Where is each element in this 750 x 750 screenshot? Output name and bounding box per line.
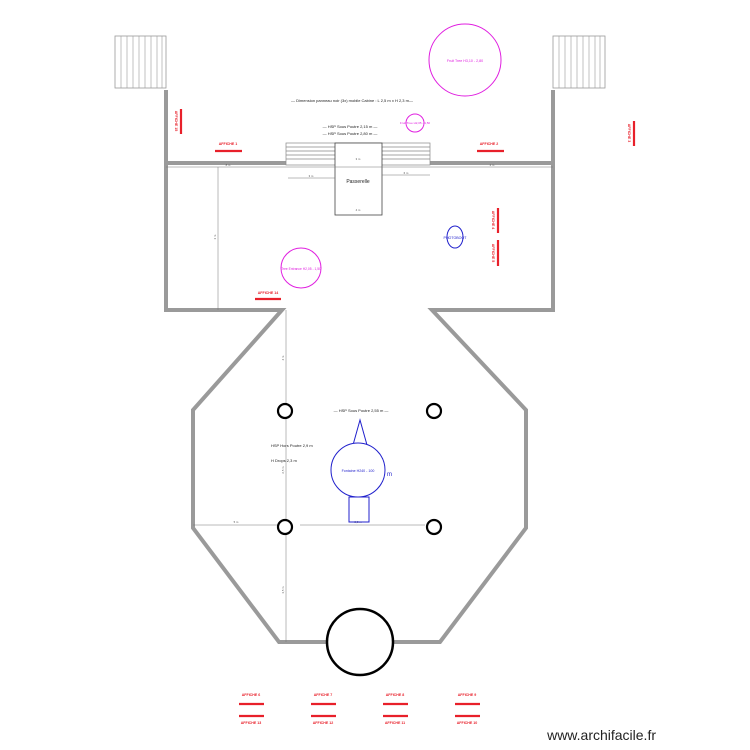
staircase-right	[552, 35, 606, 89]
tree-entrance-circle	[280, 247, 322, 289]
passerelle-platform	[285, 142, 431, 216]
dimension-label: 4 m	[281, 355, 285, 360]
pillars	[276, 402, 443, 536]
fontaine	[330, 418, 386, 523]
poster-label: AFFICHE 13	[241, 721, 262, 725]
fontaine-mark: m	[387, 472, 392, 478]
dimension-label: 8 m	[226, 163, 231, 167]
passerelle-label: Passerelle	[346, 179, 370, 185]
poster-label: AFFICHE 5	[491, 244, 495, 263]
poster-label: AFFICHE 4	[491, 211, 495, 230]
dimension-label: 4 m	[356, 208, 361, 212]
hsp-hors-note: HSP Hors Poutre 2,9 m	[271, 443, 313, 448]
poster-label: AFFICHE 2	[480, 142, 499, 146]
panel-dimension-note: — Dimension panneau noir (3x) mobile Cab…	[291, 98, 413, 103]
poster-label: AFFICHE 9	[458, 693, 477, 697]
poster-label: AFFICHE 7	[314, 693, 333, 697]
hsp-215-note: — HSP Sous Poutre 2,15 m —	[323, 124, 378, 129]
fruit-tree-large-label: Fruit Tree H3,10 - 2,80	[447, 59, 483, 63]
fruit-tree-small-label: Fruit Tree H2,05 - 1,50	[400, 121, 431, 125]
hsp-255-note: — HSP Sous Poutre 2,55 m —	[334, 408, 389, 413]
posters	[179, 109, 636, 718]
poster-label: AFFICHE 8	[386, 693, 405, 697]
h-drops-note: H Drops 2,3 m	[271, 458, 297, 463]
dimension-label: 6,5 m	[281, 466, 285, 474]
poster-label: AFFICHE 6	[242, 693, 261, 697]
dimension-label: 2 m	[490, 163, 495, 167]
pillar	[276, 518, 294, 536]
photobooth-label: PHOTOBOOT	[444, 236, 468, 240]
tree-entrance-label: Tree Entrance H2,05 - 1,50	[281, 267, 321, 271]
walls	[164, 90, 555, 644]
poster-label: AFFICHE 15	[174, 111, 178, 132]
staircase-left	[114, 35, 167, 89]
dimension-label: 3 m	[213, 234, 217, 239]
dimension-label: 3 m	[309, 174, 314, 178]
dimension-label: 5 m	[234, 520, 239, 524]
photobooth-ellipse	[446, 225, 464, 249]
pillar	[425, 518, 443, 536]
poster-label: AFFICHE 10	[457, 721, 478, 725]
dimension-label: 6 m	[404, 171, 409, 175]
pillar	[425, 402, 443, 420]
dimension-label: 3,5 m	[281, 586, 285, 594]
pillar	[276, 402, 294, 420]
poster-label: AFFICHE 14	[258, 291, 279, 295]
fontaine-label: Fontaine H240 - 100	[342, 469, 375, 473]
poster-label: AFFICHE 1	[219, 142, 238, 146]
watermark: www.archifacile.fr	[547, 727, 656, 743]
large-round-feature	[325, 607, 395, 677]
dimension-lines	[166, 166, 553, 642]
dimension-label: 3 m	[356, 157, 361, 161]
poster-label: AFFICHE 11	[385, 721, 405, 725]
poster-label: AFFICHE 12	[313, 721, 334, 725]
hsp-280-note: — HSP Sous Poutre 2,80 m —	[323, 131, 378, 136]
fruit-tree-small-circle	[405, 113, 425, 133]
poster-label: AFFICHE 3	[627, 124, 631, 143]
fruit-tree-large-circle	[428, 23, 502, 97]
